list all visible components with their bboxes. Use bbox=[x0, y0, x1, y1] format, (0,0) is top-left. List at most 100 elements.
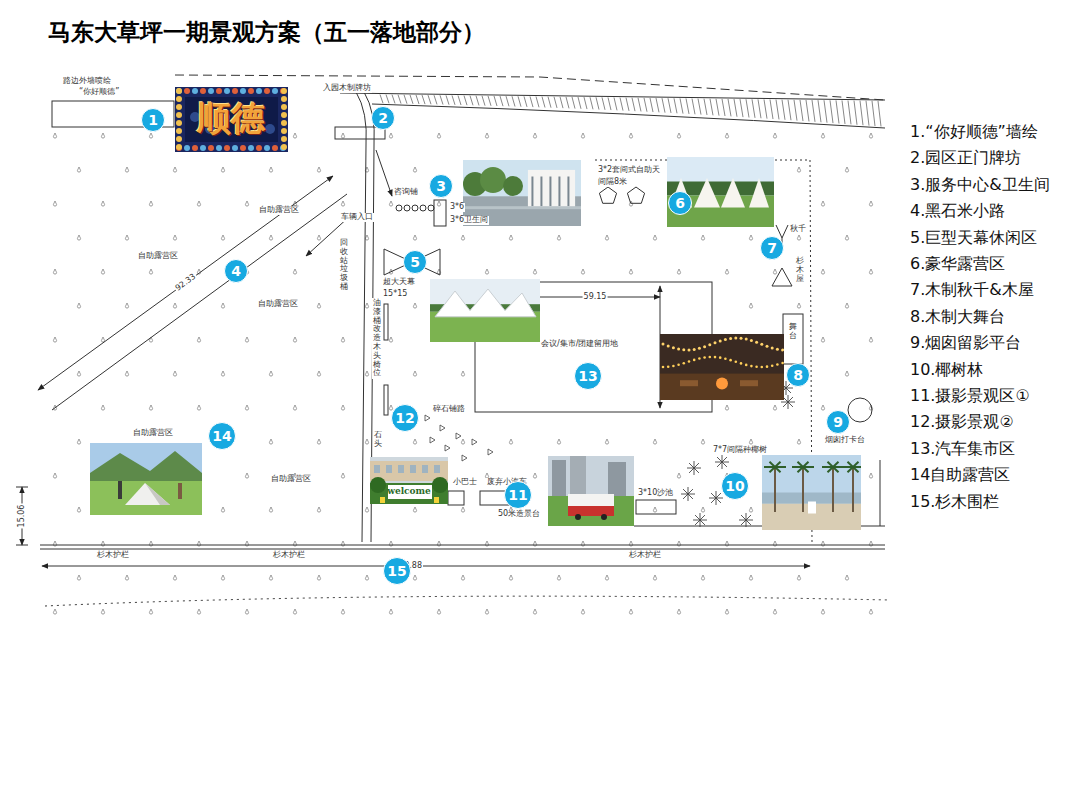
elevation-marker bbox=[317, 235, 320, 240]
elevation-marker bbox=[701, 575, 704, 580]
plan-drawing bbox=[248, 145, 254, 151]
elevation-marker bbox=[53, 269, 56, 274]
legend-entry: 2.园区正门牌坊 bbox=[910, 148, 1021, 167]
plan-drawing bbox=[208, 145, 214, 151]
slope-hatch bbox=[710, 99, 713, 116]
slope-hatch bbox=[548, 97, 551, 108]
plan-drawing bbox=[770, 462, 776, 467]
plan-drawing bbox=[398, 465, 404, 473]
elevation-marker bbox=[317, 303, 320, 308]
plan-drawing bbox=[432, 477, 448, 493]
slope-hatch bbox=[584, 97, 587, 109]
callout-number: 9 bbox=[826, 410, 850, 434]
elevation-marker bbox=[53, 133, 56, 138]
entry-arrow bbox=[376, 150, 392, 196]
table-symbol bbox=[428, 205, 434, 211]
elevation-marker bbox=[845, 235, 848, 240]
map-label: 50米造景台 bbox=[497, 510, 541, 519]
stage-outline bbox=[783, 314, 803, 364]
palm-symbol bbox=[695, 520, 700, 525]
slope-hatch bbox=[644, 98, 647, 112]
elevation-marker bbox=[821, 201, 824, 206]
elevation-marker bbox=[221, 371, 224, 376]
slope-hatch bbox=[596, 97, 599, 109]
tent-symbol bbox=[627, 187, 644, 203]
vertical-label: 舞台 bbox=[788, 322, 798, 342]
slope-hatch bbox=[764, 99, 767, 118]
legend-entry: 1.“你好顺德”墙绘 bbox=[910, 122, 1038, 141]
elevation-marker bbox=[173, 167, 176, 172]
cabin-symbol bbox=[772, 268, 792, 286]
elevation-marker bbox=[437, 201, 440, 206]
elevation-marker bbox=[317, 439, 320, 444]
photo-glamp bbox=[667, 157, 774, 227]
map-label: 自助露营区 bbox=[270, 475, 312, 484]
plan-drawing bbox=[740, 380, 758, 386]
plan-drawing bbox=[178, 483, 182, 499]
map-label: 自助露营区 bbox=[257, 300, 299, 309]
plan-drawing bbox=[185, 97, 278, 142]
slope-hatch bbox=[506, 96, 509, 106]
slope-hatch bbox=[404, 95, 407, 104]
legend-entry: 11.摄影景观区① bbox=[910, 386, 1030, 405]
palm-symbol bbox=[717, 462, 722, 467]
elevation-marker bbox=[149, 269, 152, 274]
plan-drawing bbox=[176, 104, 182, 110]
elevation-marker bbox=[701, 507, 704, 512]
plan-drawing bbox=[771, 346, 774, 349]
plan-drawing bbox=[693, 359, 696, 362]
callout-text: 9 bbox=[833, 415, 843, 429]
elevation-marker bbox=[101, 337, 104, 342]
slope-hatch bbox=[494, 96, 497, 106]
plan-drawing bbox=[370, 457, 448, 504]
plan-drawing bbox=[708, 343, 711, 346]
plan-drawing bbox=[265, 124, 275, 134]
elevation-marker bbox=[413, 167, 416, 172]
dimension-tick bbox=[16, 545, 28, 546]
plan-drawing bbox=[703, 356, 706, 359]
elevation-marker bbox=[341, 473, 344, 478]
plan-drawing bbox=[667, 365, 670, 368]
plan-drawing bbox=[176, 112, 182, 118]
plan-drawing bbox=[721, 178, 745, 207]
elevation-marker bbox=[581, 133, 584, 138]
plan-drawing bbox=[570, 456, 586, 496]
photo-text: 顺德 bbox=[197, 100, 265, 137]
slope-hatch bbox=[398, 95, 401, 104]
elevation-marker bbox=[221, 575, 224, 580]
slope-hatch bbox=[566, 97, 569, 108]
callout-number: 12 bbox=[391, 404, 419, 432]
callout-text: 12 bbox=[395, 411, 414, 425]
map-label: 车辆入口 bbox=[340, 213, 374, 222]
map-label: 秋千 bbox=[789, 225, 807, 234]
elevation-marker bbox=[269, 235, 272, 240]
map-label: 自助露营区 bbox=[132, 429, 174, 438]
plan-drawing bbox=[694, 178, 720, 207]
slope-hatch bbox=[470, 96, 473, 106]
elevation-marker bbox=[389, 133, 392, 138]
slope-hatch bbox=[866, 101, 869, 126]
legend-entry: 7.木制秋千&木屋 bbox=[910, 280, 1034, 299]
map-label: 3*6 bbox=[449, 203, 465, 212]
dimension-label: 15.06 bbox=[18, 504, 27, 529]
elevation-marker bbox=[869, 337, 872, 342]
plan-drawing bbox=[125, 483, 170, 505]
plan-drawing bbox=[410, 465, 416, 473]
palm-symbol bbox=[741, 520, 746, 525]
palm-symbol bbox=[739, 520, 746, 521]
map-label: 杉木护栏 bbox=[628, 551, 662, 560]
elevation-marker bbox=[773, 133, 776, 138]
legend-entry: 9.烟囱留影平台 bbox=[910, 333, 1021, 352]
plan-drawing bbox=[281, 112, 287, 118]
photo-bus bbox=[548, 456, 634, 526]
elevation-marker bbox=[869, 473, 872, 478]
slope-hatch bbox=[836, 100, 839, 123]
plan-drawing bbox=[803, 462, 809, 467]
plan-drawing bbox=[176, 120, 182, 126]
elevation-marker bbox=[269, 507, 272, 512]
map-label: 自助露营区 bbox=[137, 252, 179, 261]
elevation-marker bbox=[221, 507, 224, 512]
elevation-marker bbox=[221, 235, 224, 240]
slope-hatch bbox=[620, 98, 623, 111]
